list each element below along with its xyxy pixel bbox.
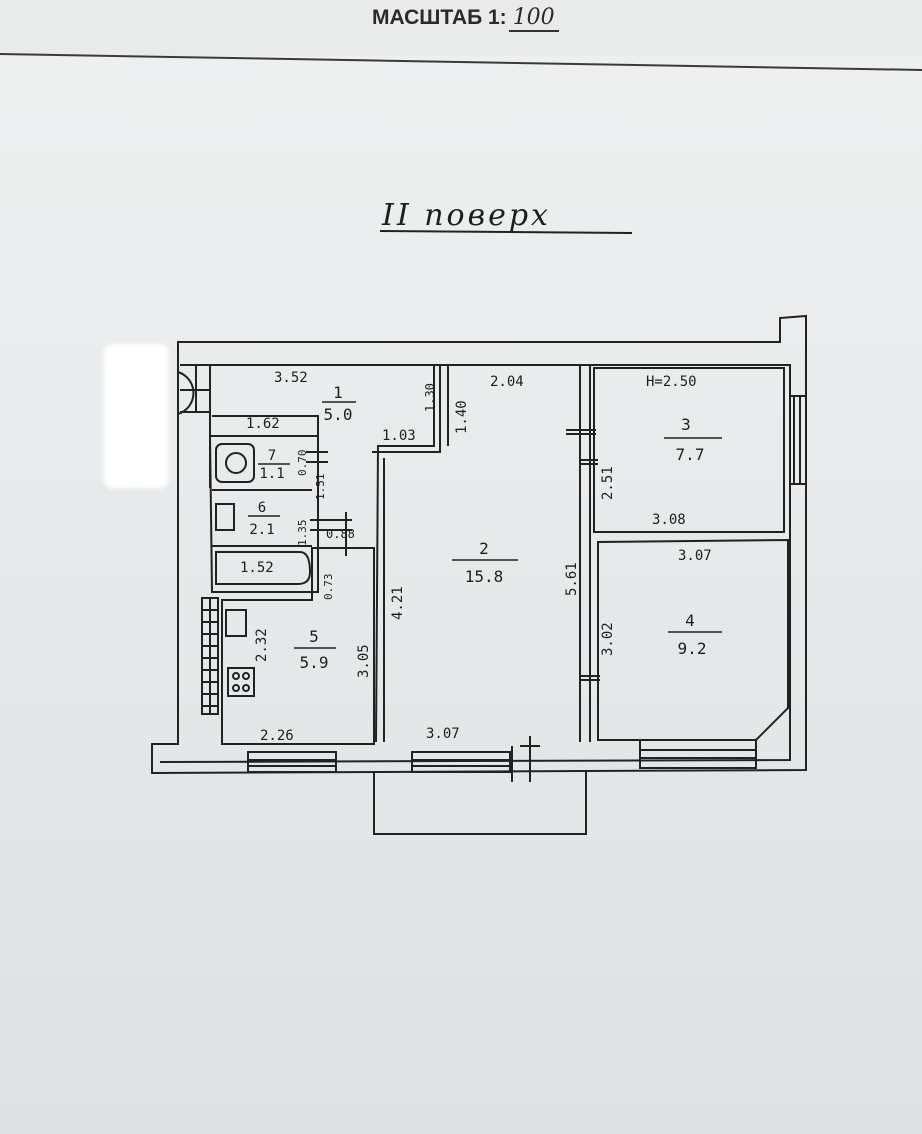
balcony-door [511,736,540,782]
header-rule [0,53,922,71]
exterior-wall [151,314,807,775]
scale-prefix: МАСШТАБ 1: [372,6,507,29]
dim-toilet-side: 0.70 [296,450,309,477]
dim-bedroom4-top: 3.07 [678,548,712,564]
dim-bath-inner: 1.35 [296,520,309,547]
dim-hall-side: 1.30 [423,383,437,412]
room-4-walls [597,538,789,741]
room-2-area: 15.8 [465,567,504,586]
bath-block-walls [208,435,319,593]
dim-hall-top: 3.52 [274,370,308,386]
floor-title: II поверх [381,198,551,233]
bathtub [215,551,312,585]
dim-living-right: 5.61 [564,562,580,596]
window-room-4 [639,739,757,769]
radiator-fins [202,598,218,714]
stove-burner-2 [242,672,250,680]
dim-bath-door: 0.88 [326,527,355,541]
sink-6 [215,503,235,531]
room-7-number: 7 [268,448,276,464]
dim-kitchen-right: 3.05 [356,644,372,678]
dim-bedroom4-left: 3.02 [600,622,616,656]
side-window [790,395,807,485]
room-3-number: 3 [681,415,691,434]
floor-title-underline [379,230,633,234]
stove-burner-1 [232,672,240,680]
dim-tub-length: 1.52 [240,560,274,576]
room-1-number: 1 [333,383,343,402]
room-5-area: 5.9 [300,653,329,672]
toilet-door [306,451,328,463]
room-3-area: 7.7 [676,445,705,464]
room-6-number: 6 [258,500,266,516]
dim-living-top: 2.04 [490,374,524,390]
living-room-door [566,429,596,435]
room-4-door [580,675,600,681]
entrance-door-arc [177,371,195,415]
hall-wall-hatch [180,366,210,413]
dim-living-left: 4.21 [390,586,406,620]
stove-burner-4 [242,684,250,692]
dim-kitchen-left: 2.32 [254,628,270,662]
header-band [0,0,922,56]
room-5-number: 5 [309,627,319,646]
dim-hall-step: 1.03 [382,428,416,444]
kitchen-walls [221,547,375,745]
room-7-area: 1.1 [259,466,284,482]
scale-label: МАСШТАБ 1:100 [372,6,559,36]
balcony [373,772,587,835]
room-4-number: 4 [685,611,695,630]
dim-hall-inner: 1.62 [246,416,280,432]
window-living [411,751,511,773]
window-kitchen [247,751,337,773]
room-1-area: 5.0 [324,405,353,424]
room-6-area: 2.1 [249,522,274,538]
room-4-area: 9.2 [678,639,707,658]
room-2-number: 2 [479,539,489,558]
dim-bedroom3-bottom: 3.08 [652,512,686,528]
kitchen-sink [225,609,247,637]
toilet-bowl [215,443,255,483]
scale-value: 100 [508,6,559,32]
redaction-patch [104,344,168,488]
dim-bath-side: 1.51 [314,474,327,501]
dim-corridor-side: 1.40 [454,400,470,434]
dim-bedroom3-left: 2.51 [600,466,616,500]
room-3-walls [593,367,785,533]
room-3-door [580,459,598,465]
ceiling-height: H=2.50 [646,374,697,390]
dim-living-bottom: 3.07 [426,726,460,742]
toilet-seat-icon [225,452,247,474]
stove-burner-3 [232,684,240,692]
dim-kitchen-bottom: 2.26 [260,728,294,744]
corridor-wall [372,366,449,453]
stove-icon [227,667,255,697]
dim-kitchen-door: 0.73 [322,574,335,601]
